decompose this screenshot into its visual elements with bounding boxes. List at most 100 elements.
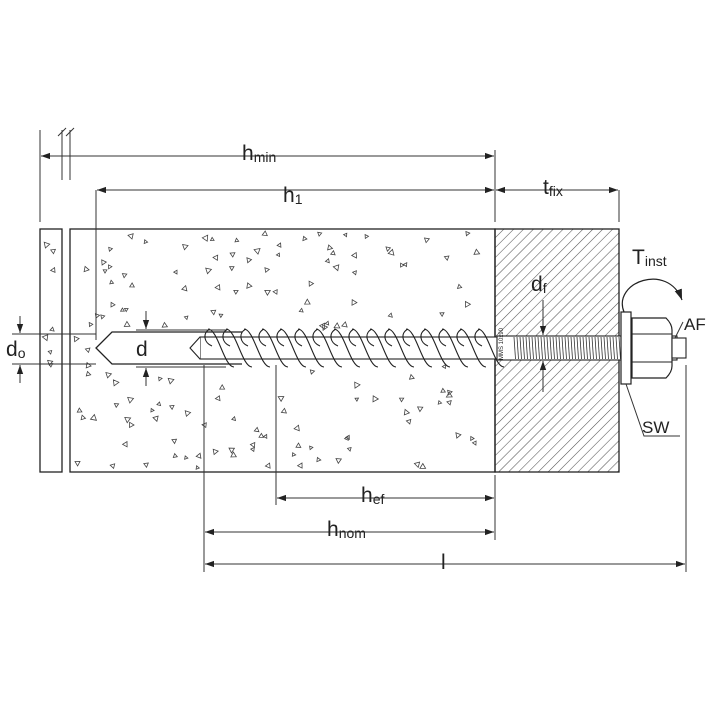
aggregate-speck (332, 264, 340, 272)
aggregate-speck (47, 349, 53, 355)
aggregate-speck (309, 445, 314, 451)
aggregate-speck (172, 269, 178, 275)
aggregate-speck (400, 262, 405, 268)
aggregate-speck (276, 242, 282, 248)
rod-thread-line (603, 336, 606, 360)
washer (620, 311, 632, 385)
aggregate-speck (88, 321, 94, 328)
aggregate-speck (341, 321, 348, 328)
aggregate-speck (249, 441, 256, 449)
aggregate-speck (398, 397, 405, 403)
rod-thread-line (588, 336, 591, 360)
aggregate-speck (302, 235, 308, 242)
aggregate-speck (76, 407, 83, 413)
rod-thread-line (561, 336, 564, 360)
aggregate-speck (318, 322, 326, 330)
label-d: d (136, 338, 148, 361)
aggregate-speck (423, 237, 431, 244)
aggregate-speck (234, 237, 240, 243)
rod-thread-line (591, 336, 594, 360)
aggregate-speck (101, 259, 108, 266)
thread-turn (456, 328, 487, 368)
aggregate-speck (156, 401, 162, 407)
aggregate-speck (387, 312, 393, 318)
aggregate-speck (127, 233, 134, 240)
aggregate-speck (108, 264, 113, 270)
label-AF: AF (684, 315, 706, 334)
aggregate-speck (354, 381, 361, 389)
aggregate-speck (41, 334, 49, 342)
thread-turn (258, 328, 289, 368)
aggregate-speck (327, 244, 334, 251)
rod-thread-line (549, 336, 552, 360)
aggregate-speck (201, 234, 209, 242)
torque-arrow (621, 278, 683, 313)
rod-thread-line (516, 336, 519, 360)
aggregate-speck (219, 383, 226, 390)
aggregate-speck (296, 462, 303, 469)
thread-turn (294, 328, 325, 368)
thread-turn (402, 328, 433, 368)
aggregate-speck (121, 440, 128, 448)
label-h-min: hmin (242, 142, 276, 165)
aggregate-speck (205, 267, 213, 275)
aggregate-speck (335, 458, 343, 465)
aggregate-speck (129, 421, 135, 429)
aggregate-speck (471, 440, 477, 446)
aggregate-speck (262, 433, 268, 439)
aggregate-speck (233, 289, 239, 295)
aggregate-speck (167, 377, 175, 385)
aggregate-speck (264, 462, 271, 469)
rod-thread-line (522, 336, 525, 360)
rod-thread-line (600, 336, 603, 360)
label-h-1: h1 (283, 184, 303, 207)
aggregate-speck (46, 359, 54, 367)
rod-thread-line (612, 336, 615, 360)
aggregate-speck (413, 461, 421, 469)
aggregate-speck (364, 233, 370, 240)
aggregate-speck (316, 456, 322, 463)
aggregate-speck (212, 254, 219, 262)
bolt-marking: MMS 10x90 (499, 327, 505, 360)
aggregate-speck (181, 243, 189, 251)
aggregate-speck (261, 230, 268, 237)
label-T-inst: Tinst (632, 246, 667, 269)
rod-thread-line (534, 336, 537, 360)
aggregate-speck (195, 452, 202, 459)
aggregate-speck (303, 298, 311, 305)
rod-thread-line (582, 336, 585, 360)
aggregate-speck (74, 460, 81, 467)
aggregate-speck (403, 408, 411, 416)
aggregate-speck (110, 301, 116, 308)
aggregate-speck (152, 415, 159, 423)
aggregate-speck (346, 446, 352, 452)
rod-thread-line (579, 336, 582, 360)
rod-thread-line (618, 336, 621, 360)
aggregate-speck (109, 279, 115, 285)
label-h-ef: hef (361, 484, 384, 507)
thread-turn (438, 328, 469, 368)
aggregate-speck (342, 232, 348, 238)
aggregate-speck (464, 300, 472, 308)
thread-turn (240, 328, 271, 368)
rod-thread-line (570, 336, 573, 360)
sw-leader (625, 383, 680, 437)
aggregate-speck (385, 246, 392, 252)
rod-thread-line (567, 336, 570, 360)
rod-thread-line (564, 336, 567, 360)
aggregate-speck (329, 249, 336, 256)
aggregate-speck (277, 396, 285, 403)
rod-thread-line (525, 336, 528, 360)
aggregate-speck (228, 447, 236, 454)
aggregate-speck (408, 373, 415, 380)
aggregate-speck (113, 403, 120, 409)
aggregate-speck (84, 347, 91, 354)
label-d-f: df (531, 273, 547, 296)
aggregate-speck (112, 379, 120, 387)
aggregate-speck (143, 239, 149, 245)
aggregate-speck (49, 266, 56, 274)
aggregate-speck (108, 246, 114, 252)
rod-thread-line (552, 336, 555, 360)
aggregate-speck (298, 307, 304, 313)
aggregate-speck (264, 267, 271, 274)
